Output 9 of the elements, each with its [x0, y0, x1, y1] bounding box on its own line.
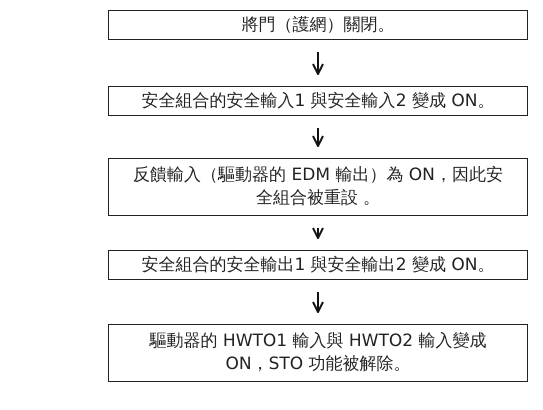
arrow: [312, 227, 324, 239]
process-box: 反饋輸入（驅動器的 EDM 輸出）為 ON，因此安全組合被重設 。: [108, 158, 528, 216]
process-box: 安全組合的安全輸出1 與安全輸出2 變成 ON。: [108, 250, 528, 280]
arrow: [312, 128, 324, 147]
process-box: 將門（護網）關閉。: [108, 10, 528, 40]
process-box: 安全組合的安全輸入1 與安全輸入2 變成 ON。: [108, 86, 528, 116]
process-box: 驅動器的 HWTO1 輸入與 HWTO2 輸入變成 ON，STO 功能被解除。: [108, 324, 528, 382]
arrow: [312, 292, 324, 313]
arrow: [312, 52, 324, 75]
